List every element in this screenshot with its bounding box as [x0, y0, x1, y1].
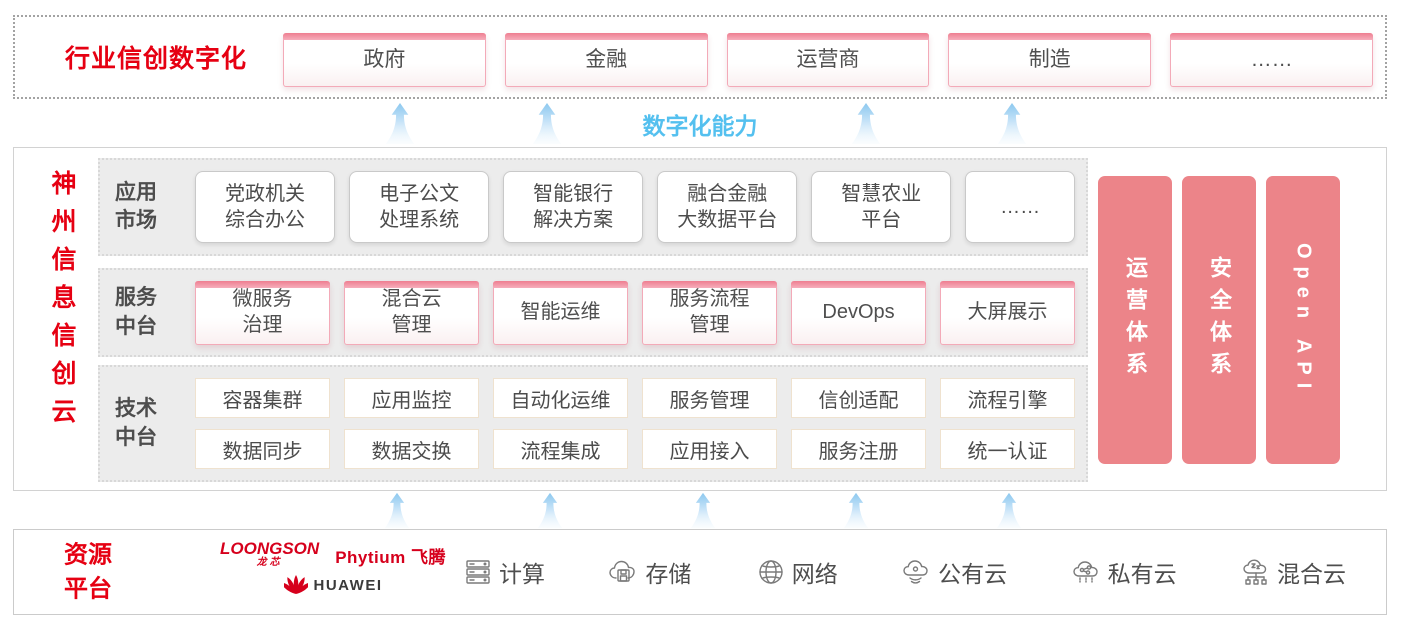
side-bar-label: 安全体系: [1207, 256, 1232, 384]
industry-digitalization-band: 行业信创数字化 政府 金融 运营商 制造 ……: [13, 15, 1387, 99]
app-box-finance-bigdata: 融合金融 大数据平台: [657, 171, 798, 243]
huawei-logo: HUAWEI: [210, 575, 456, 595]
tech-box-service-registry: 服务注册: [791, 429, 926, 469]
tech-box-unified-auth: 统一认证: [940, 429, 1075, 469]
public-cloud-icon: [903, 560, 928, 584]
tech-box-app-monitoring: 应用监控: [344, 378, 479, 418]
industry-box-ellipsis: ……: [1170, 33, 1373, 87]
phytium-logo: Phytium 飞腾: [335, 548, 446, 567]
technology-item-grid: 容器集群 应用监控 自动化运维 服务管理 信创适配 流程引擎 数据同步 数据交换…: [195, 378, 1075, 469]
resource-item-label: 计算: [499, 561, 545, 587]
network-globe-icon: [759, 560, 783, 584]
resource-item-hybrid-cloud: 混合云: [1240, 555, 1346, 589]
section-service-platform: 服务 中台 微服务 治理 混合云 管理 智能运维 服务流程 管理 DevOps …: [98, 268, 1088, 357]
industry-box-telecom: 运营商: [726, 33, 930, 87]
cloud-platform-box: 神州信息信创云 应用 市场 党政机关 综合办公 电子公文 处理系统 智能银行 解…: [13, 147, 1387, 491]
vendor-logos: LOONGSON 龙芯 Phytium 飞腾 HUAWEI: [210, 540, 456, 595]
svc-box-dashboard-display: 大屏展示: [940, 280, 1075, 345]
up-arrow-icon: [834, 492, 878, 529]
industry-box-finance: 金融: [504, 33, 708, 87]
resource-item-label: 私有云: [1107, 561, 1177, 587]
up-arrow-icon: [681, 492, 725, 529]
side-bar-label: 运营体系: [1123, 256, 1148, 384]
side-bar-security-system: 安全体系: [1182, 176, 1256, 464]
svc-box-intelligent-ops: 智能运维: [493, 280, 628, 345]
tech-box-container-cluster: 容器集群: [195, 378, 330, 418]
resource-item-network: 网络: [755, 555, 838, 589]
loongson-wordmark: LOONGSON: [220, 539, 320, 558]
up-arrow-icon: [990, 102, 1034, 145]
resource-item-compute: 计算: [462, 555, 545, 589]
resource-item-list: 计算 存储: [462, 530, 1346, 614]
resource-item-storage: 存储: [608, 555, 691, 589]
tech-box-process-integration: 流程集成: [493, 429, 628, 469]
up-arrow-icon: [378, 102, 422, 145]
app-box-edoc-system: 电子公文 处理系统: [349, 171, 490, 243]
storage-cloud-icon: [609, 560, 636, 582]
svc-box-devops: DevOps: [791, 280, 926, 345]
resource-platform-label: 资源 平台: [64, 541, 112, 602]
tech-box-app-access: 应用接入: [642, 429, 777, 469]
huawei-wordmark: HUAWEI: [313, 576, 383, 594]
tech-box-data-sync: 数据同步: [195, 429, 330, 469]
side-bar-open-api: Open API: [1266, 176, 1340, 464]
section-label: 技术 中台: [115, 397, 157, 449]
tech-box-service-mgmt: 服务管理: [642, 378, 777, 418]
resource-item-public-cloud: 公有云: [901, 555, 1007, 589]
svc-box-microservice-governance: 微服务 治理: [195, 280, 330, 345]
private-cloud-icon: [1072, 561, 1098, 583]
section-technology-platform: 技术 中台 容器集群 应用监控 自动化运维 服务管理 信创适配 流程引擎 数据同…: [98, 365, 1088, 482]
app-box-smart-agriculture: 智慧农业 平台: [811, 171, 952, 243]
industry-band-title: 行业信创数字化: [65, 45, 248, 73]
up-arrow-icon: [987, 492, 1031, 529]
hybrid-cloud-icon: [1243, 559, 1267, 585]
technology-row-1: 容器集群 应用监控 自动化运维 服务管理 信创适配 流程引擎: [195, 378, 1075, 418]
section-label: 服务 中台: [115, 286, 157, 338]
up-arrow-icon: [375, 492, 419, 529]
industry-list: 政府 金融 运营商 制造 ……: [283, 33, 1373, 87]
up-arrow-icon: [528, 492, 572, 529]
tech-box-xinchuang-adaptation: 信创适配: [791, 378, 926, 418]
resource-item-label: 混合云: [1276, 561, 1346, 587]
up-arrow-icon: [844, 102, 888, 145]
huawei-flower-icon: [283, 575, 308, 594]
section-application-market: 应用 市场 党政机关 综合办公 电子公文 处理系统 智能银行 解决方案 融合金融…: [98, 158, 1088, 256]
technology-row-2: 数据同步 数据交换 流程集成 应用接入 服务注册 统一认证: [195, 429, 1075, 469]
section-label: 应用 市场: [115, 180, 157, 232]
application-item-list: 党政机关 综合办公 电子公文 处理系统 智能银行 解决方案 融合金融 大数据平台…: [195, 171, 1075, 243]
resource-platform-box: 资源 平台 LOONGSON 龙芯 Phytium 飞腾: [13, 529, 1387, 615]
side-bar-operation-system: 运营体系: [1098, 176, 1172, 464]
tech-box-process-engine: 流程引擎: [940, 378, 1075, 418]
compute-server-icon: [466, 560, 490, 584]
service-item-list: 微服务 治理 混合云 管理 智能运维 服务流程 管理 DevOps 大屏展示: [195, 280, 1075, 345]
svc-box-hybrid-cloud-mgmt: 混合云 管理: [344, 280, 479, 345]
app-box-smart-banking: 智能银行 解决方案: [503, 171, 644, 243]
app-box-ellipsis: ……: [965, 171, 1075, 243]
tech-box-data-exchange: 数据交换: [344, 429, 479, 469]
up-arrow-icon: [525, 102, 569, 145]
industry-box-manufacturing: 制造: [948, 33, 1152, 87]
tech-box-automated-ops: 自动化运维: [493, 378, 628, 418]
loongson-logo: LOONGSON 龙芯: [220, 540, 319, 568]
side-bar-label: Open API: [1292, 243, 1315, 397]
resource-item-label: 存储: [645, 561, 692, 587]
resource-item-private-cloud: 私有云: [1071, 555, 1177, 589]
resource-item-label: 公有云: [938, 561, 1008, 587]
loongson-chinese: 龙芯: [256, 557, 283, 568]
platform-vertical-title: 神州信息信创云: [48, 170, 76, 436]
industry-box-government: 政府: [283, 33, 486, 87]
svc-box-service-process-mgmt: 服务流程 管理: [642, 280, 777, 345]
resource-item-label: 网络: [791, 561, 838, 587]
digital-capability-label: 数字化能力: [642, 113, 758, 139]
app-box-party-gov-office: 党政机关 综合办公: [195, 171, 336, 243]
